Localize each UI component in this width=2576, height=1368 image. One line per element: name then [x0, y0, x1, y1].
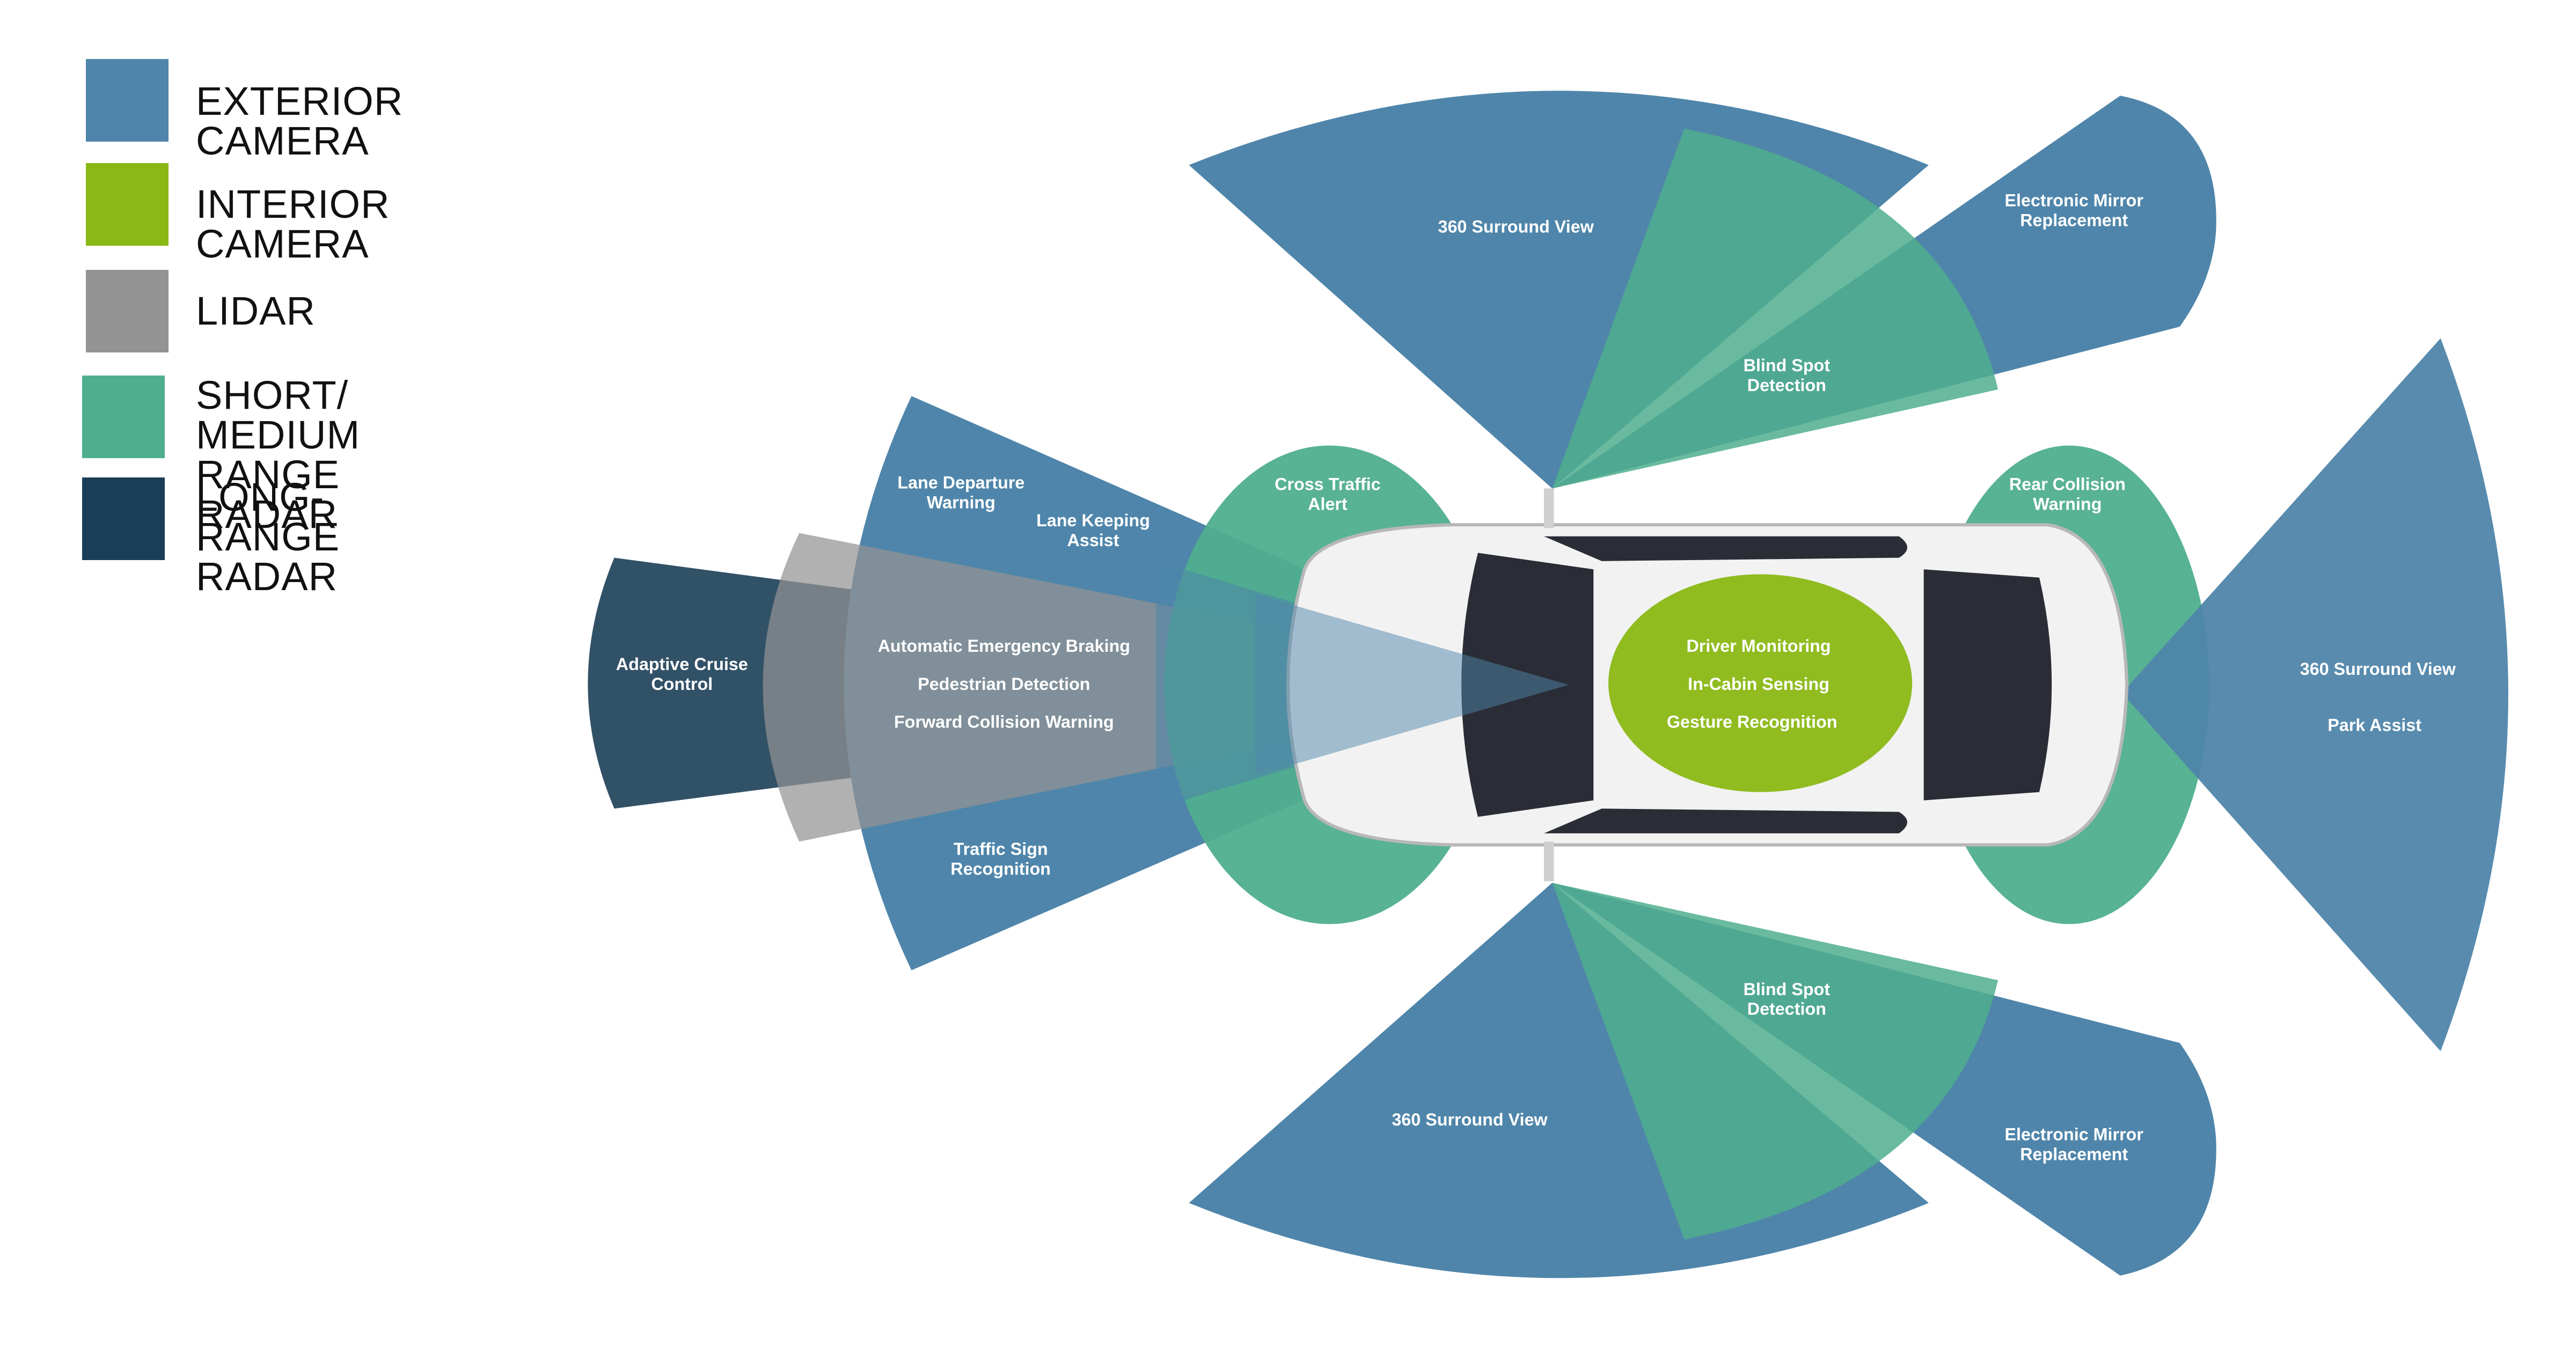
- label-park-assist: Park Assist: [2328, 716, 2421, 735]
- legend-item-exterior-camera: EXTERIOR CAMERA: [86, 59, 402, 161]
- legend-item-long-range-radar: LONG-RANGE RADAR: [82, 477, 339, 597]
- bottom-blind-spot-zone: [1552, 882, 1999, 1240]
- label-bottom-surround: 360 Surround View: [1392, 1110, 1548, 1129]
- legend-swatch: [86, 163, 169, 246]
- label-emergency-braking: Automatic Emergency Braking: [878, 636, 1130, 656]
- legend-swatch: [82, 477, 165, 560]
- front-camera-cone-overlay: [1255, 594, 1569, 776]
- top-blind-spot-zone: [1552, 128, 1999, 489]
- legend-label: SHORT/ MEDIUM RANGE RADAR: [196, 373, 361, 536]
- legend-swatch: [82, 376, 165, 458]
- label-driver-monitoring: Driver Monitoring: [1686, 636, 1831, 656]
- legend-swatch: [86, 59, 169, 142]
- mirror-top: [1543, 488, 1554, 528]
- legend-item-short-medium-radar: SHORT/ MEDIUM RANGE RADAR: [82, 376, 360, 534]
- label-in-cabin-sensing: In-Cabin Sensing: [1688, 674, 1829, 694]
- rear-surround-view-zone: [2121, 338, 2508, 1051]
- legend-item-lidar: LIDAR: [86, 270, 315, 352]
- side-window-bottom: [1543, 808, 1907, 834]
- mirror-bottom: [1543, 841, 1554, 881]
- legend-item-interior-camera: INTERIOR CAMERA: [86, 163, 390, 264]
- label-rear-surround: 360 Surround View: [2300, 659, 2456, 679]
- legend-label: LIDAR: [196, 289, 316, 333]
- label-gesture-recognition: Gesture Recognition: [1667, 712, 1838, 732]
- legend-label: INTERIOR CAMERA: [196, 182, 390, 266]
- side-window-top: [1543, 536, 1907, 561]
- label-forward-collision: Forward Collision Warning: [894, 712, 1114, 732]
- rear-window: [1923, 569, 2052, 800]
- legend-swatch: [86, 270, 169, 352]
- legend-label: EXTERIOR CAMERA: [196, 79, 404, 163]
- interior-camera-zone: [1608, 574, 1913, 792]
- legend-label: LONG-RANGE RADAR: [196, 475, 340, 599]
- label-top-surround: 360 Surround View: [1438, 217, 1594, 237]
- label-pedestrian-detection: Pedestrian Detection: [918, 674, 1090, 694]
